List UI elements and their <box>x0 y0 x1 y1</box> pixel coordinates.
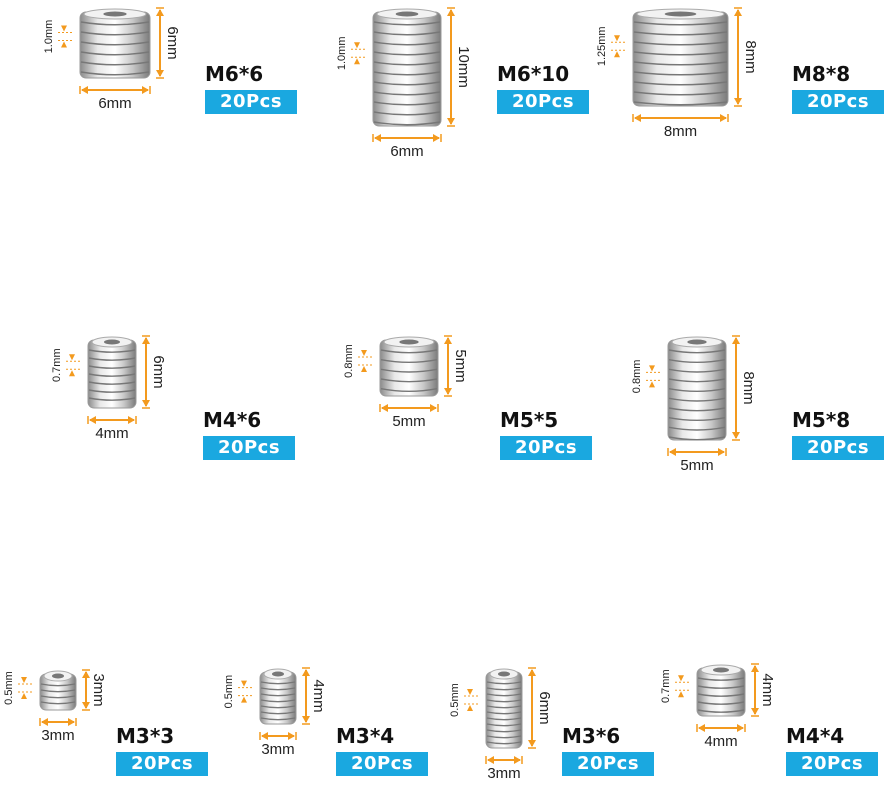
set-screw-icon <box>259 668 297 725</box>
size-label: M8*8 <box>792 62 851 86</box>
pitch-label: 0.8mm <box>343 344 355 378</box>
set-screw-icon <box>79 8 151 79</box>
width-label: 3mm <box>41 727 74 744</box>
height-label: 4mm <box>310 679 327 712</box>
pitch-label: 1.0mm <box>336 36 348 70</box>
width-label: 4mm <box>704 733 737 750</box>
size-label: M5*5 <box>500 408 559 432</box>
height-label: 8mm <box>740 371 757 404</box>
set-screw-icon <box>87 336 137 409</box>
quantity-badge: 20Pcs <box>500 436 592 460</box>
set-screw-icon <box>39 670 77 711</box>
size-label: M4*4 <box>786 724 845 748</box>
pitch-label: 0.7mm <box>660 669 672 703</box>
pitch-label: 1.0mm <box>43 20 55 54</box>
quantity-badge: 20Pcs <box>497 90 589 114</box>
width-label: 5mm <box>392 413 425 430</box>
width-label: 8mm <box>664 123 697 140</box>
height-label: 8mm <box>742 40 759 73</box>
pitch-label: 0.7mm <box>51 348 63 382</box>
size-label: M6*10 <box>497 62 570 86</box>
size-label: M6*6 <box>205 62 264 86</box>
pitch-label: 0.5mm <box>223 675 235 709</box>
size-label: M3*6 <box>562 724 621 748</box>
height-label: 6mm <box>164 26 181 59</box>
size-label: M3*3 <box>116 724 175 748</box>
set-screw-icon <box>667 336 727 441</box>
quantity-badge: 20Pcs <box>792 436 884 460</box>
quantity-badge: 20Pcs <box>205 90 297 114</box>
pitch-label: 0.8mm <box>631 360 643 394</box>
pitch-label: 0.5mm <box>3 671 15 705</box>
quantity-badge: 20Pcs <box>792 90 884 114</box>
width-label: 6mm <box>390 143 423 160</box>
set-screw-icon <box>485 668 523 749</box>
quantity-badge: 20Pcs <box>786 752 878 776</box>
quantity-badge: 20Pcs <box>203 436 295 460</box>
width-label: 6mm <box>98 95 131 112</box>
width-label: 4mm <box>95 425 128 442</box>
set-screw-icon <box>372 8 442 127</box>
size-label: M5*8 <box>792 408 851 432</box>
size-label: M3*4 <box>336 724 395 748</box>
height-label: 6mm <box>150 355 167 388</box>
height-label: 4mm <box>759 673 776 706</box>
height-label: 10mm <box>455 46 472 88</box>
set-screw-icon <box>696 664 746 717</box>
size-label: M4*6 <box>203 408 262 432</box>
quantity-badge: 20Pcs <box>562 752 654 776</box>
height-label: 5mm <box>452 349 469 382</box>
quantity-badge: 20Pcs <box>336 752 428 776</box>
quantity-badge: 20Pcs <box>116 752 208 776</box>
set-screw-icon <box>379 336 439 397</box>
width-label: 5mm <box>680 457 713 474</box>
pitch-label: 0.5mm <box>449 683 461 717</box>
width-label: 3mm <box>261 741 294 758</box>
width-label: 3mm <box>487 765 520 782</box>
height-label: 6mm <box>536 691 553 724</box>
pitch-label: 1.25mm <box>596 26 608 66</box>
set-screw-icon <box>632 8 729 107</box>
height-label: 3mm <box>90 673 107 706</box>
